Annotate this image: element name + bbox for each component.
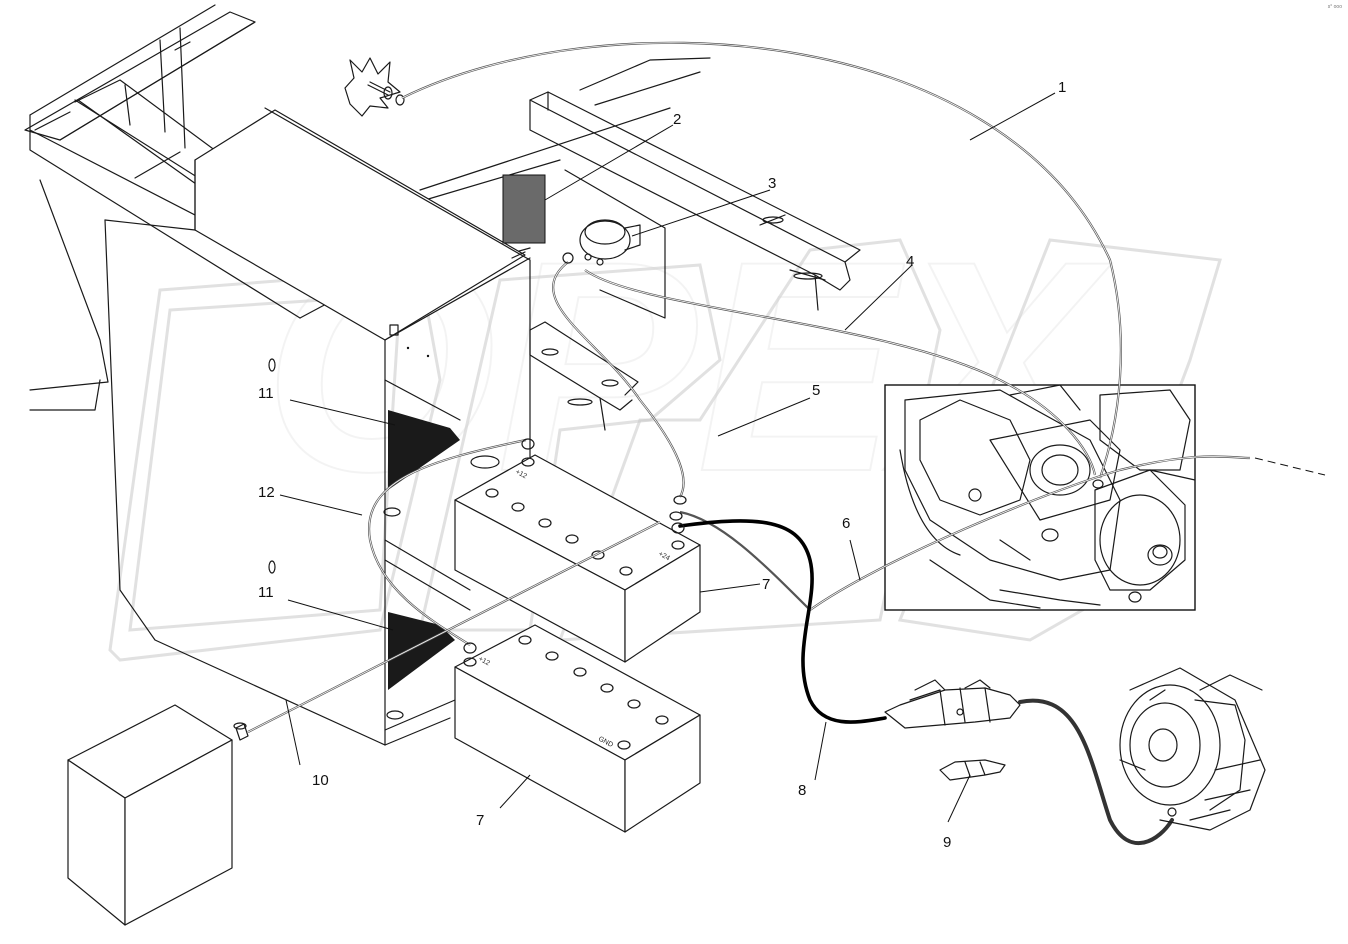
cable-10 xyxy=(247,511,683,733)
alternator xyxy=(1119,667,1266,831)
callout-4: 4 xyxy=(906,253,914,270)
callout-12: 12 xyxy=(258,484,275,501)
callout-7-upper: 7 xyxy=(762,576,770,593)
label-plate xyxy=(502,174,546,244)
callout-2: 2 xyxy=(673,111,681,128)
cross-member-upper xyxy=(529,91,861,319)
power-cable-8 xyxy=(671,519,887,724)
callout-7-lower: 7 xyxy=(476,812,484,829)
ground-stud xyxy=(344,57,405,117)
cable-1 xyxy=(401,41,1122,489)
battery-lower: +12 GND xyxy=(454,624,701,833)
callout-8: 8 xyxy=(798,782,806,799)
battery-upper-plus24-mark: +24 xyxy=(657,551,671,563)
battery-upper-terminals xyxy=(485,457,685,576)
callout-3: 3 xyxy=(768,175,776,192)
cable-6 xyxy=(679,455,1326,611)
rubber-mat-upper xyxy=(388,410,460,490)
callout-11-lower: 11 xyxy=(258,584,274,601)
mass-switch-box xyxy=(67,704,249,926)
callout-1: 1 xyxy=(1058,79,1066,96)
battery-upper: +12 +24 xyxy=(454,454,701,663)
battery-box xyxy=(104,107,531,746)
rubber-mat-lower xyxy=(388,612,455,690)
battery-lower-plus12-mark: +12 xyxy=(477,656,491,668)
callout-5: 5 xyxy=(812,382,820,399)
callout-6: 6 xyxy=(842,515,850,532)
callout-11-upper: 11 xyxy=(258,385,274,402)
cable-4 xyxy=(584,269,1097,476)
battery-lower-terminals xyxy=(463,635,669,750)
relay xyxy=(579,219,641,266)
chassis-frame xyxy=(24,4,711,746)
frame-bolts xyxy=(268,346,430,574)
battery-upper-plus12-mark: +12 xyxy=(514,469,528,481)
cable-12 xyxy=(367,438,535,654)
corner-note: s° ooo xyxy=(1327,4,1342,10)
callouts: 1 2 3 4 5 6 7 7 8 9 10 11 11 12 xyxy=(258,79,1066,851)
cable-5 xyxy=(552,252,687,505)
fuse-holder xyxy=(884,679,1174,845)
fuse xyxy=(939,759,1006,781)
callout-9: 9 xyxy=(943,834,951,851)
callout-10: 10 xyxy=(312,772,329,789)
leader-lines xyxy=(279,92,1056,823)
